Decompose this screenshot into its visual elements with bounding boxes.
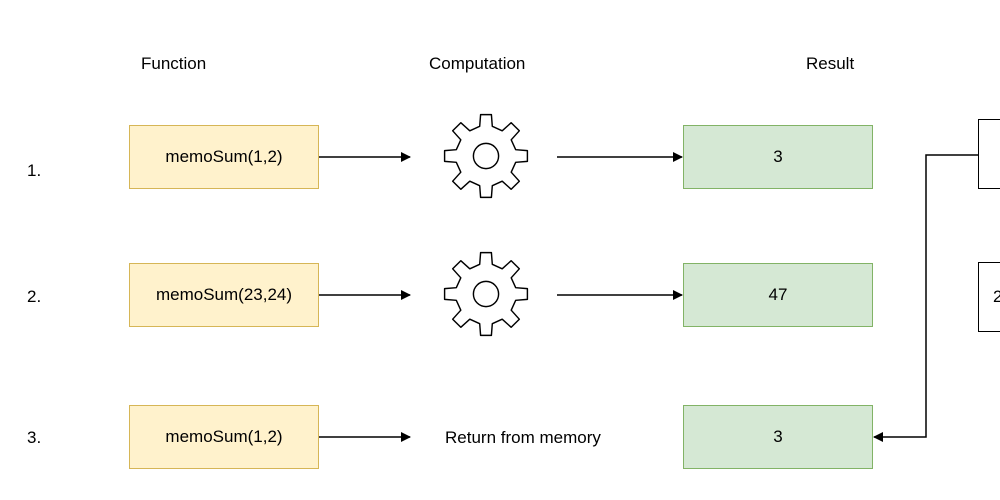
- header-computation: Computation: [429, 54, 526, 73]
- function-call-label-3: memoSum(1,2): [165, 427, 283, 446]
- function-call-label-2: memoSum(23,24): [155, 285, 293, 304]
- function-call-box-2: memoSum(23,24): [129, 263, 319, 327]
- row-index-1: 1.: [27, 161, 42, 180]
- result-box-3: 3: [683, 405, 873, 469]
- header-result: Result: [806, 54, 855, 73]
- result-value-3: 3: [773, 427, 783, 446]
- memory-entry-2: 2: [978, 262, 1000, 332]
- function-call-label-1: memoSum(1,2): [165, 147, 283, 166]
- arrow-memory-to-row3-result: [873, 154, 979, 442]
- gear-icon: [443, 113, 529, 199]
- row-index-2: 2.: [27, 287, 42, 306]
- function-call-box-1: memoSum(1,2): [129, 125, 319, 189]
- result-value-1: 3: [773, 147, 783, 166]
- result-box-1: 3: [683, 125, 873, 189]
- return-from-memory-label: Return from memory: [445, 428, 601, 447]
- result-box-2: 47: [683, 263, 873, 327]
- memory-entry-1: [978, 119, 1000, 189]
- function-call-box-3: memoSum(1,2): [129, 405, 319, 469]
- gear-icon: [443, 251, 529, 337]
- memory-entry-2-text: 2: [993, 287, 1000, 307]
- result-value-2: 47: [768, 285, 788, 304]
- row-index-3: 3.: [27, 428, 42, 447]
- header-function: Function: [141, 54, 207, 73]
